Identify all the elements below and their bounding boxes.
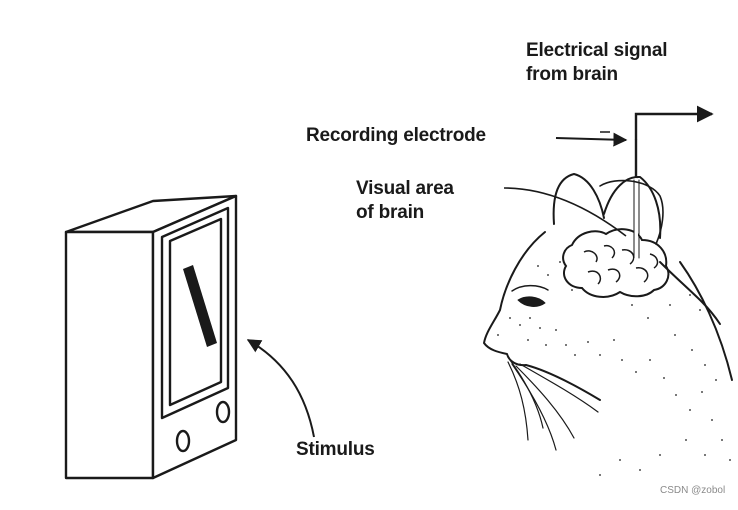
brain-icon — [562, 228, 670, 298]
stimulus-label: Stimulus — [296, 439, 375, 460]
signal-label-line2: from brain — [526, 64, 618, 85]
visual-area-label-line2: of brain — [356, 202, 425, 223]
recording-electrode-label: Recording electrode — [306, 125, 486, 146]
cat-head-icon — [483, 173, 733, 451]
fur-stipple — [497, 261, 731, 476]
signal-output-arrow — [634, 105, 714, 140]
stimulus-bar-icon — [183, 265, 217, 347]
visual-area-label-line1: Visual area — [356, 178, 454, 199]
electrode-wire-icon — [599, 138, 721, 325]
recording-electrode-arrow — [555, 132, 628, 147]
signal-label-line1: Electrical signal — [526, 40, 668, 61]
visual-area-pointer — [503, 187, 627, 237]
stimulus-arrow — [246, 339, 315, 438]
watermark: CSDN @zobol — [660, 485, 726, 496]
stimulus-monitor-icon — [64, 194, 238, 480]
